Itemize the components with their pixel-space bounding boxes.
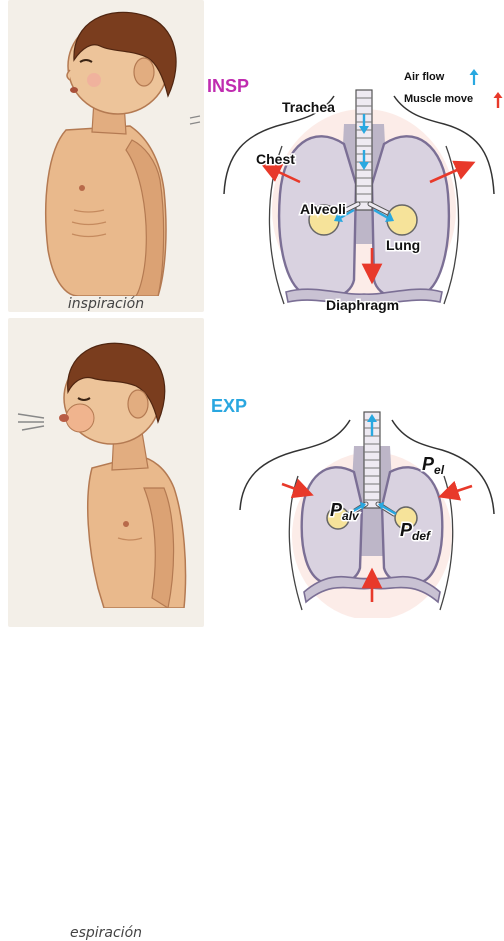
label-alveoli: Alveoli	[300, 201, 346, 217]
label-diaphragm: Diaphragm	[326, 297, 399, 313]
exhaling-child-illustration	[8, 318, 204, 608]
respiration-figure: inspiración	[0, 0, 504, 627]
expiration-lung-diagram: Palv Pel Pdef	[204, 406, 504, 618]
legend-air-flow-label: Air flow	[404, 71, 444, 83]
symbol-p-el: Pel	[422, 454, 445, 477]
inhaling-child-illustration	[8, 0, 204, 296]
inspiration-lung-diagram: Trachea Chest Alveoli Lung Diaphragm	[204, 84, 504, 314]
label-trachea: Trachea	[282, 99, 335, 115]
inspiration-caption: inspiración	[8, 296, 204, 312]
label-chest: Chest	[256, 151, 295, 167]
expiration-caption: espiración	[8, 925, 204, 941]
label-lung: Lung	[386, 237, 420, 253]
inspiration-photo: inspiración	[8, 0, 204, 312]
expiration-photo: espiración	[8, 318, 204, 627]
